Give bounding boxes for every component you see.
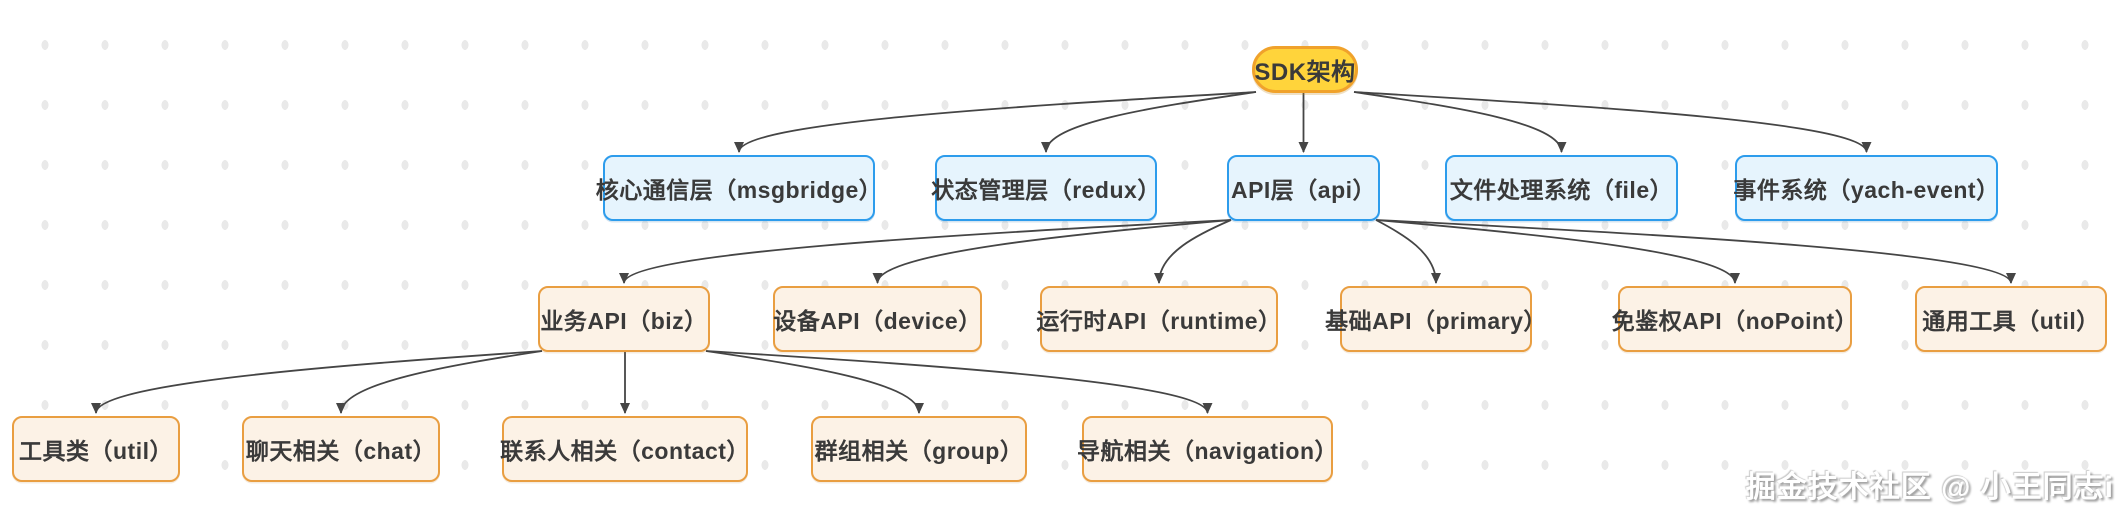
- node-yach-event[interactable]: 事件系统（yach-event）: [1733, 155, 1999, 221]
- edge-api-to-nopoint: [1375, 219, 1740, 284]
- edge-root-to-redux: [1041, 91, 1257, 153]
- edge-root-to-file: [1353, 91, 1567, 153]
- edge-root-to-msgbridge: [734, 91, 1257, 153]
- node-api[interactable]: API层（api）: [1227, 155, 1380, 221]
- edge-biz-to-chat: [336, 350, 543, 414]
- node-util[interactable]: 工具类（util）: [12, 416, 180, 482]
- node-nopoint[interactable]: 免鉴权API（noPoint）: [1612, 286, 1858, 352]
- node-navigation[interactable]: 导航相关（navigation）: [1077, 416, 1338, 482]
- edge-api-to-primary: [1375, 219, 1441, 284]
- edge-biz-to-group: [705, 350, 924, 414]
- edge-root-to-yach-event: [1353, 91, 1872, 153]
- node-root[interactable]: SDK架构: [1252, 46, 1358, 93]
- node-file[interactable]: 文件处理系统（file）: [1445, 155, 1678, 221]
- node-msgbridge[interactable]: 核心通信层（msgbridge）: [596, 155, 882, 221]
- edge-biz-to-util: [91, 350, 543, 414]
- edge-api-to-runtime: [1154, 219, 1232, 284]
- edge-biz-to-navigation: [705, 350, 1213, 414]
- edge-api-to-device: [872, 219, 1232, 284]
- node-redux[interactable]: 状态管理层（redux）: [931, 155, 1160, 221]
- node-device[interactable]: 设备API（device）: [773, 286, 982, 352]
- node-contact[interactable]: 联系人相关（contact）: [500, 416, 749, 482]
- node-primary[interactable]: 基础API（primary）: [1325, 286, 1546, 352]
- node-chat[interactable]: 聊天相关（chat）: [242, 416, 440, 482]
- edge-api-to-biz: [619, 219, 1232, 284]
- node-runtime[interactable]: 运行时API（runtime）: [1036, 286, 1281, 352]
- node-util-common[interactable]: 通用工具（util）: [1915, 286, 2107, 352]
- node-group[interactable]: 群组相关（group）: [811, 416, 1027, 482]
- node-biz[interactable]: 业务API（biz）: [538, 286, 710, 352]
- edge-api-to-util-common: [1375, 219, 2016, 284]
